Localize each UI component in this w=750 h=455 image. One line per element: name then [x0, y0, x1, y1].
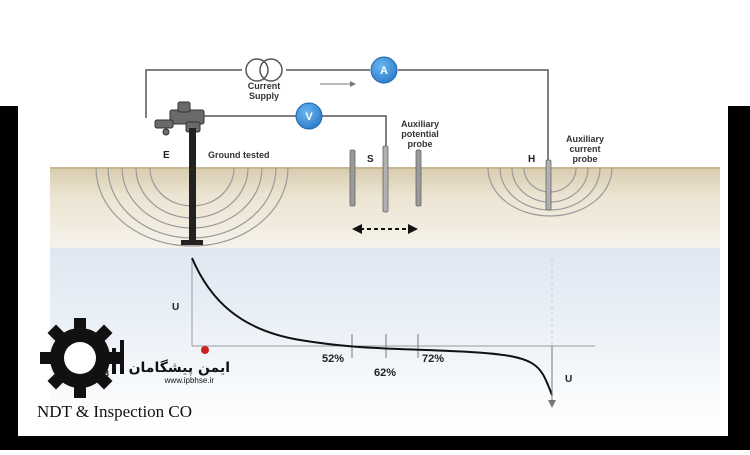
- auxiliary-current-probe: [545, 159, 552, 211]
- svg-text:V: V: [305, 111, 313, 123]
- circuit-wires: [145, 69, 549, 170]
- svg-text:A: A: [380, 65, 388, 77]
- label-u-top: U: [172, 302, 179, 313]
- svg-text:www.ipbhse.ir: www.ipbhse.ir: [164, 376, 215, 385]
- company-logo: PB ایمن پیشگامان www.ipbhse.ir: [40, 318, 230, 398]
- potential-probe-positions: [349, 149, 422, 207]
- current-supply-icon: [245, 58, 283, 82]
- arrow-left-head: [352, 224, 362, 234]
- graph-background: [50, 248, 720, 428]
- svg-text:PB: PB: [98, 369, 109, 378]
- svg-text:ایمن پیشگامان: ایمن پیشگامان: [129, 359, 230, 376]
- label-S: S: [367, 154, 374, 165]
- ammeter-icon: A: [370, 56, 398, 84]
- auxiliary-potential-probe: [382, 145, 389, 213]
- current-arrowhead: [350, 81, 356, 87]
- potential-curve: [191, 257, 553, 396]
- label-H: H: [528, 154, 535, 165]
- frame-top: [0, 0, 750, 106]
- company-name: NDT & Inspection CO: [37, 402, 193, 421]
- u-arrow-head: [548, 400, 556, 408]
- frame-bottom: [0, 436, 750, 450]
- label-52-percent: 52%: [322, 353, 344, 365]
- label-72-percent: 72%: [422, 353, 444, 365]
- label-u-bottom: U: [565, 374, 572, 385]
- gear-hole: [64, 342, 96, 374]
- electrode-foot: [181, 240, 203, 245]
- ground-clamp-icon: [154, 101, 205, 136]
- label-62-percent: 62%: [374, 367, 396, 379]
- voltmeter-icon: V: [295, 102, 323, 130]
- logo-red-dot: [201, 346, 209, 354]
- label-ground-tested: Ground tested: [208, 150, 270, 160]
- frame-left: [0, 106, 18, 450]
- arrow-right-head: [408, 224, 418, 234]
- frame-right: [728, 106, 750, 450]
- ground-electrode: [189, 128, 196, 242]
- label-E: E: [163, 150, 170, 161]
